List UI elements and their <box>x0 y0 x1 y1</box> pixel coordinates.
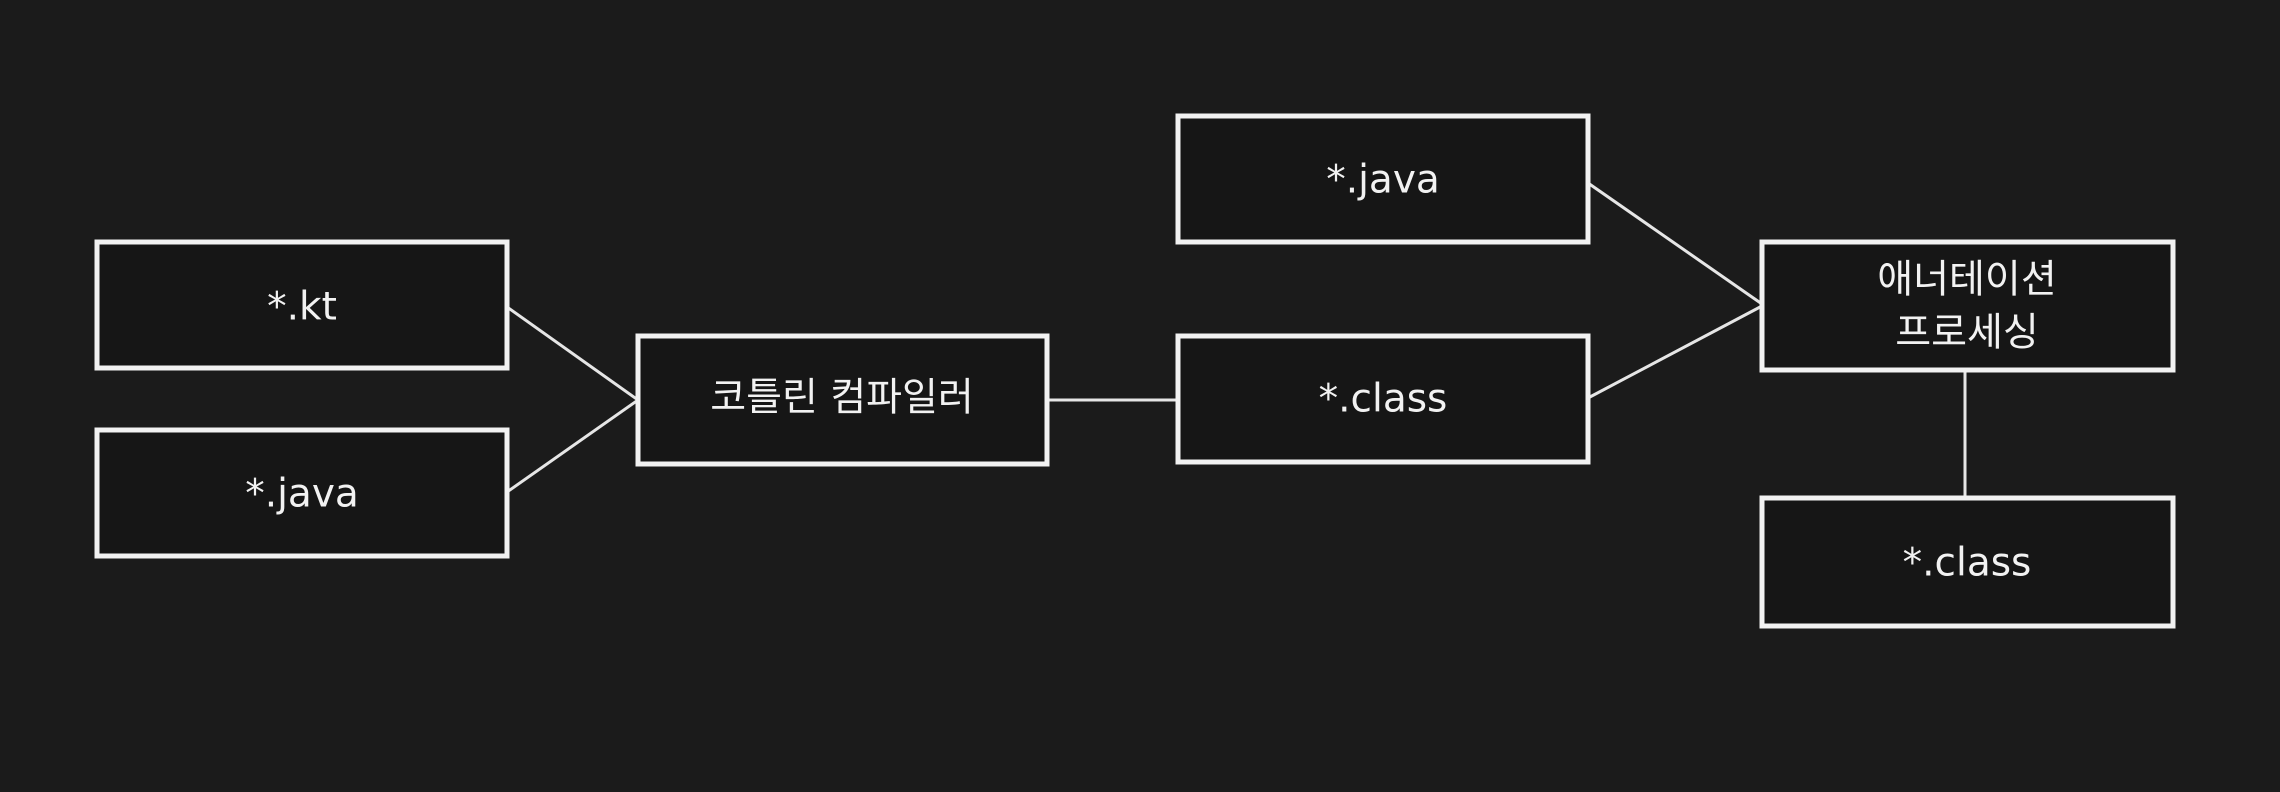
annotation-processing-box: 애너테이션 프로세싱 <box>1759 239 2176 373</box>
class-output-box: *.class <box>1175 333 1591 465</box>
edge-kt-to-compiler <box>506 305 639 402</box>
connectors <box>506 181 1967 498</box>
java-output-box: *.java <box>1175 113 1591 245</box>
kt-source-label: *.kt <box>267 285 337 330</box>
edge-class-to-annotation-processing <box>1587 304 1763 400</box>
annotation-processing-label-line2: 프로세싱 <box>1895 311 2039 356</box>
final-class-label: *.class <box>1903 541 2032 586</box>
java-source-box: *.java <box>94 427 510 559</box>
final-class-box: *.class <box>1759 495 2176 629</box>
kotlin-compiler-box: 코틀린 컴파일러 <box>635 333 1050 467</box>
edge-java-to-annotation-processing <box>1587 181 1763 306</box>
kotlin-compiler-label: 코틀린 컴파일러 <box>710 376 974 421</box>
edge-java-to-compiler <box>506 398 639 494</box>
kt-source-box: *.kt <box>94 239 510 371</box>
java-source-label: *.java <box>245 472 359 517</box>
annotation-processing-label-line1: 애너테이션 <box>1877 258 2056 303</box>
java-output-label: *.java <box>1326 158 1440 203</box>
class-output-label: *.class <box>1319 377 1448 422</box>
